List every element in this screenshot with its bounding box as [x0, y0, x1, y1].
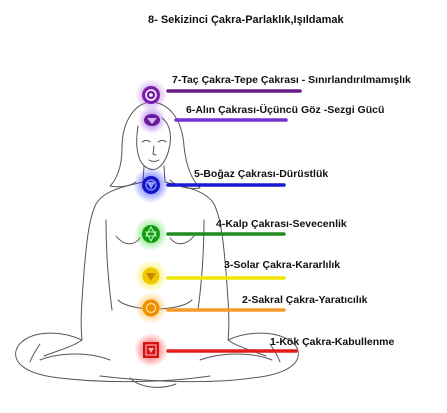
sacral-chakra-icon: [135, 292, 167, 324]
third-eye-chakra-icon: [138, 106, 166, 134]
label-crown-chakra: 7-Taç Çakra-Tepe Çakrası - Sınırlandırıl…: [172, 74, 411, 86]
label-sacral-chakra: 2-Sakral Çakra-Yaratıcılık: [242, 294, 368, 306]
heart-chakra-icon: [134, 217, 168, 251]
crown-chakra-icon: [135, 79, 167, 111]
label-solar-plexus-chakra: 3-Solar Çakra-Kararlılık: [224, 259, 341, 271]
label-throat-chakra: 5-Boğaz Çakrası-Dürüstlük: [194, 168, 329, 180]
root-chakra-icon: [134, 333, 168, 367]
label-heart-chakra: 4-Kalp Çakrası-Sevecenlik: [216, 218, 347, 230]
diagram-title: 8- Sekizinci Çakra-Parlaklık,Işıldamak: [148, 14, 344, 26]
label-root-chakra: 1-Kök Çakra-Kabullenme: [270, 336, 395, 348]
label-third-eye-chakra: 6-Alın Çakrası-Üçüncü Göz -Sezgi Gücü: [186, 104, 385, 116]
leader-lines: [166, 89, 302, 353]
throat-chakra-icon: [133, 167, 169, 203]
solar-plexus-chakra-icon: [135, 260, 167, 292]
